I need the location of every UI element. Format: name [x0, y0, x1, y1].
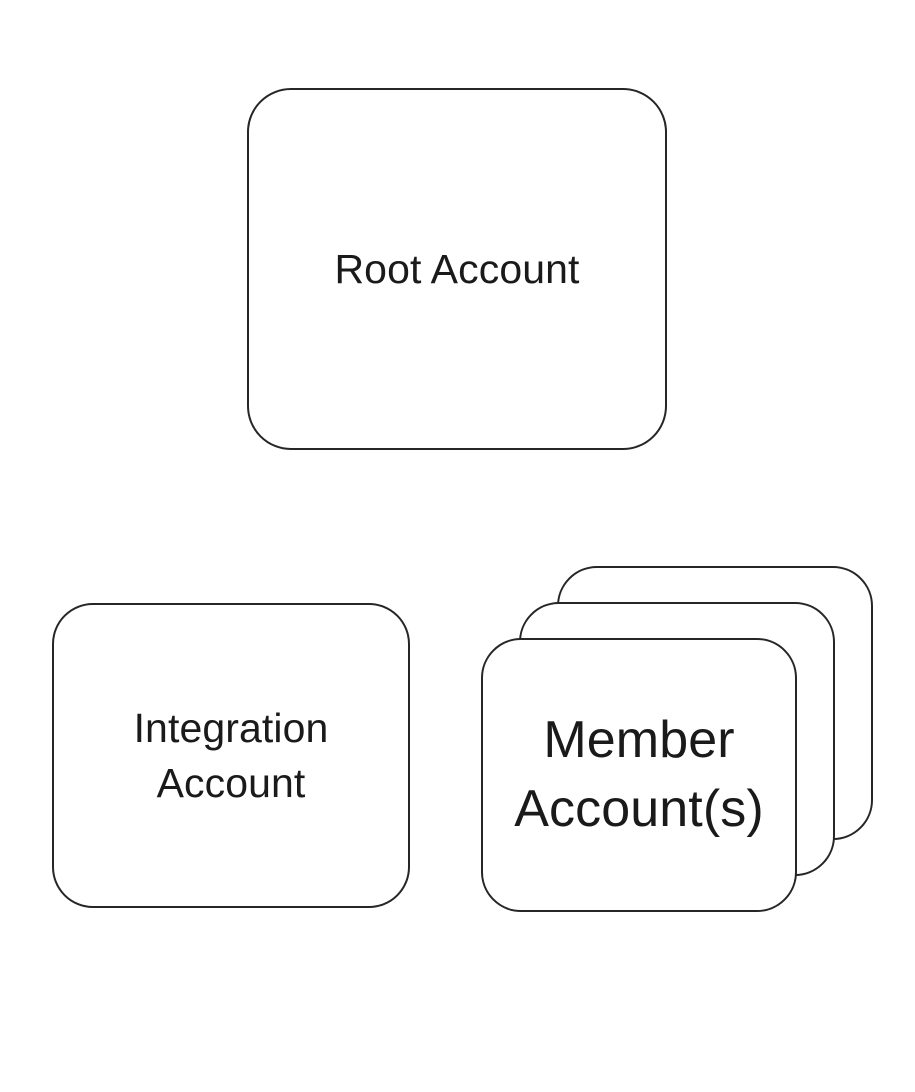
node-member-accounts-stack[interactable]: Member Account(s): [481, 566, 875, 913]
node-integration-account[interactable]: Integration Account: [52, 603, 410, 908]
member-account-card-front[interactable]: Member Account(s): [481, 638, 797, 912]
node-root-account-label: Root Account: [334, 245, 580, 292]
node-integration-account-label: Integration Account: [133, 705, 329, 806]
node-member-accounts-label: Member Account(s): [514, 711, 764, 838]
node-root-account[interactable]: Root Account: [247, 88, 667, 450]
